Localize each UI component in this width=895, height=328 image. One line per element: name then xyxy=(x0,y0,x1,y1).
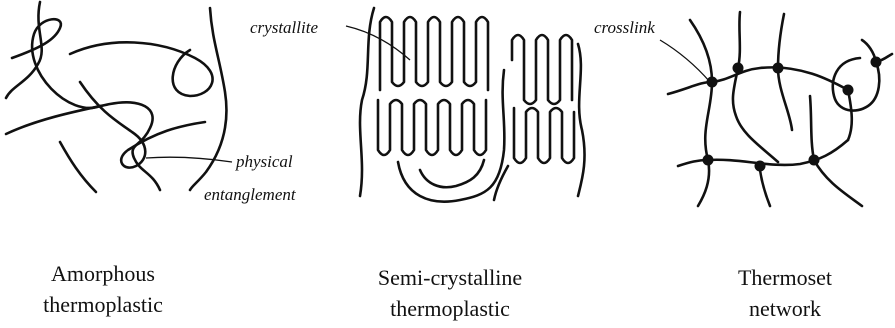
thermoset-panel: crosslink xyxy=(594,12,892,206)
crystallite-fold xyxy=(514,108,574,163)
amorphous-caption: Amorphous thermoplastic xyxy=(8,258,198,320)
crystallite-label: crystallite xyxy=(250,18,318,37)
polymer-chain xyxy=(6,2,42,98)
crystallite-fold xyxy=(378,100,486,155)
entanglement-label-line1: physical xyxy=(235,152,293,171)
crosslink-node xyxy=(871,57,882,68)
crosslink-node xyxy=(843,85,854,96)
polymer-chain xyxy=(810,96,814,160)
polymer-chain xyxy=(60,142,96,192)
amorphous-caption-line2: thermoplastic xyxy=(8,289,198,320)
entanglement-leader-line xyxy=(146,157,232,162)
polymer-chain xyxy=(833,40,879,111)
polymer-chain xyxy=(690,20,712,206)
crosslink-label: crosslink xyxy=(594,18,655,37)
crosslink-node xyxy=(773,63,784,74)
polymer-chain xyxy=(360,8,374,196)
polymer-chain xyxy=(814,160,862,206)
polymer-chain xyxy=(733,12,778,162)
crosslink-node xyxy=(703,155,714,166)
polymer-chain xyxy=(848,90,852,140)
crosslink-node xyxy=(707,77,718,88)
crosslink-leader-line xyxy=(660,40,710,82)
polymer-chain xyxy=(578,44,585,196)
crystallite-fold xyxy=(512,35,572,104)
crosslink-node xyxy=(809,155,820,166)
semicrystalline-caption-line1: Semi-crystalline xyxy=(345,262,555,293)
amorphous-caption-line1: Amorphous xyxy=(8,258,198,289)
polymer-chain xyxy=(190,8,226,190)
semicrystalline-caption: Semi-crystalline thermoplastic xyxy=(345,262,555,324)
crosslink-node xyxy=(755,161,766,172)
semicrystalline-panel: crystallite xyxy=(250,8,585,202)
thermoset-caption: Thermoset network xyxy=(700,262,870,324)
thermoset-caption-line2: network xyxy=(700,293,870,324)
polymer-chain xyxy=(70,42,213,96)
semicrystalline-caption-line2: thermoplastic xyxy=(345,293,555,324)
thermoset-caption-line1: Thermoset xyxy=(700,262,870,293)
polymer-chain xyxy=(668,67,848,94)
polymer-chain xyxy=(12,19,100,108)
crosslink-node xyxy=(733,63,744,74)
polymer-chain xyxy=(760,170,770,206)
crystallite-fold xyxy=(380,17,488,90)
entanglement-label-line2: entanglement xyxy=(204,185,297,204)
polymer-chain xyxy=(420,160,484,187)
crystallite-leader-line xyxy=(346,26,410,60)
